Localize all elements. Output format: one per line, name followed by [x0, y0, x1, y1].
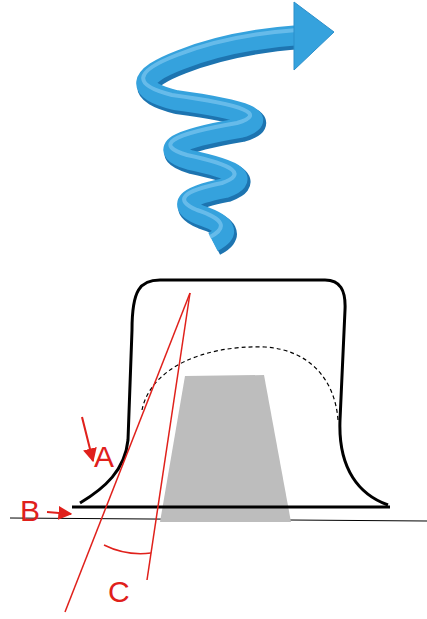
pointer-arrow	[82, 417, 93, 461]
core-shape	[160, 375, 291, 522]
axis-line	[147, 293, 190, 580]
callout-letter: A	[94, 442, 114, 472]
base-line	[72, 506, 390, 509]
angle-arc	[104, 545, 151, 554]
crown-outline	[80, 280, 388, 505]
callout-letter: C	[108, 577, 130, 607]
dashed-curve	[142, 347, 338, 420]
pointer-arrow	[47, 512, 71, 514]
callout-letter: B	[20, 496, 40, 526]
taper-line	[65, 293, 190, 612]
spiral-arrow	[143, 2, 334, 245]
